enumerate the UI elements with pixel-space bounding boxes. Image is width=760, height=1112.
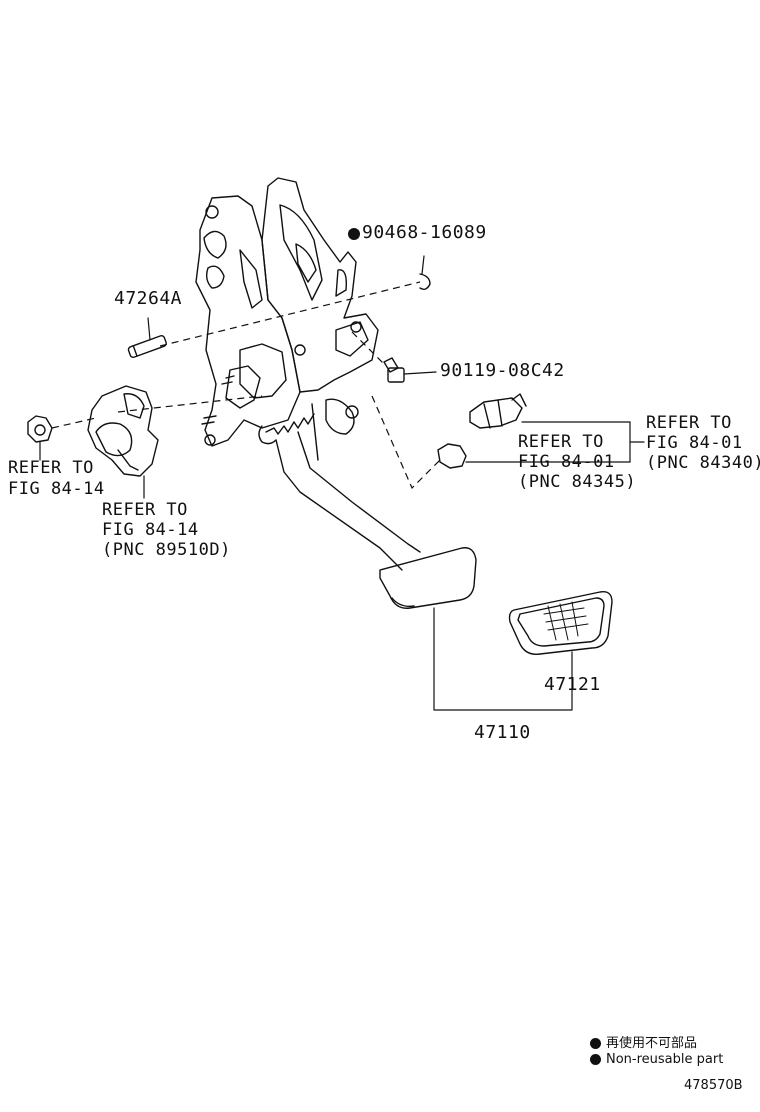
- non-reusable-dot-icon: [348, 228, 360, 240]
- ref-line: FIG 84-14: [8, 479, 105, 499]
- pedal-bracket-left-plate: [195, 195, 301, 447]
- legend-jp: 再使用不可部品: [590, 1032, 697, 1051]
- legend-jp-text: 再使用不可部品: [606, 1036, 698, 1051]
- part-label-90468-16089: 90468-16089: [362, 222, 487, 243]
- ref-line: (PNC 89510D): [102, 540, 231, 560]
- pedal-arm: [275, 439, 403, 571]
- legend-en-text: Non-reusable part: [606, 1052, 724, 1067]
- figure-id: 478570B: [684, 1078, 743, 1093]
- cushion: [437, 443, 631, 469]
- pin-47264a: [127, 334, 167, 359]
- ref-stop-switch: REFER TO FIG 84-01 (PNC 84340): [646, 415, 760, 472]
- ref-line: REFER TO: [102, 500, 188, 520]
- legend-en: Non-reusable part: [590, 1052, 723, 1067]
- ref-line: FIG 84-01: [518, 452, 615, 472]
- ref-cushion: REFER TO FIG 84-01 (PNC 84345): [518, 434, 636, 491]
- bolt-90119: [383, 357, 437, 383]
- ref-line: (PNC 84345): [518, 472, 637, 492]
- ref-line: (PNC 84340): [646, 453, 760, 473]
- pedal-sensor: [87, 385, 159, 499]
- ref-left-nut: REFER TO FIG 84-14: [8, 460, 105, 498]
- return-spring: [265, 413, 315, 435]
- non-reusable-dot-icon: [590, 1038, 601, 1049]
- pedal-pad: [379, 547, 477, 609]
- pedal-bracket-right-plate: [261, 177, 379, 393]
- ref-line: REFER TO: [646, 413, 732, 433]
- ref-line: REFER TO: [8, 458, 94, 478]
- pedal-pad-cover: [508, 591, 613, 655]
- ref-line: FIG 84-14: [102, 520, 199, 540]
- nut-left: [27, 415, 53, 461]
- part-label-47121: 47121: [544, 674, 601, 695]
- part-label-90119-08c42: 90119-08C42: [440, 360, 565, 381]
- ref-line: REFER TO: [518, 432, 604, 452]
- ref-line: FIG 84-01: [646, 433, 743, 453]
- non-reusable-dot-icon: [590, 1054, 601, 1065]
- stop-lamp-switch: [469, 393, 645, 463]
- part-label-47110: 47110: [474, 722, 531, 743]
- ref-sensor: REFER TO FIG 84-14 (PNC 89510D): [102, 502, 231, 559]
- clip-90468: [419, 273, 431, 291]
- part-label-47264a: 47264A: [114, 288, 183, 309]
